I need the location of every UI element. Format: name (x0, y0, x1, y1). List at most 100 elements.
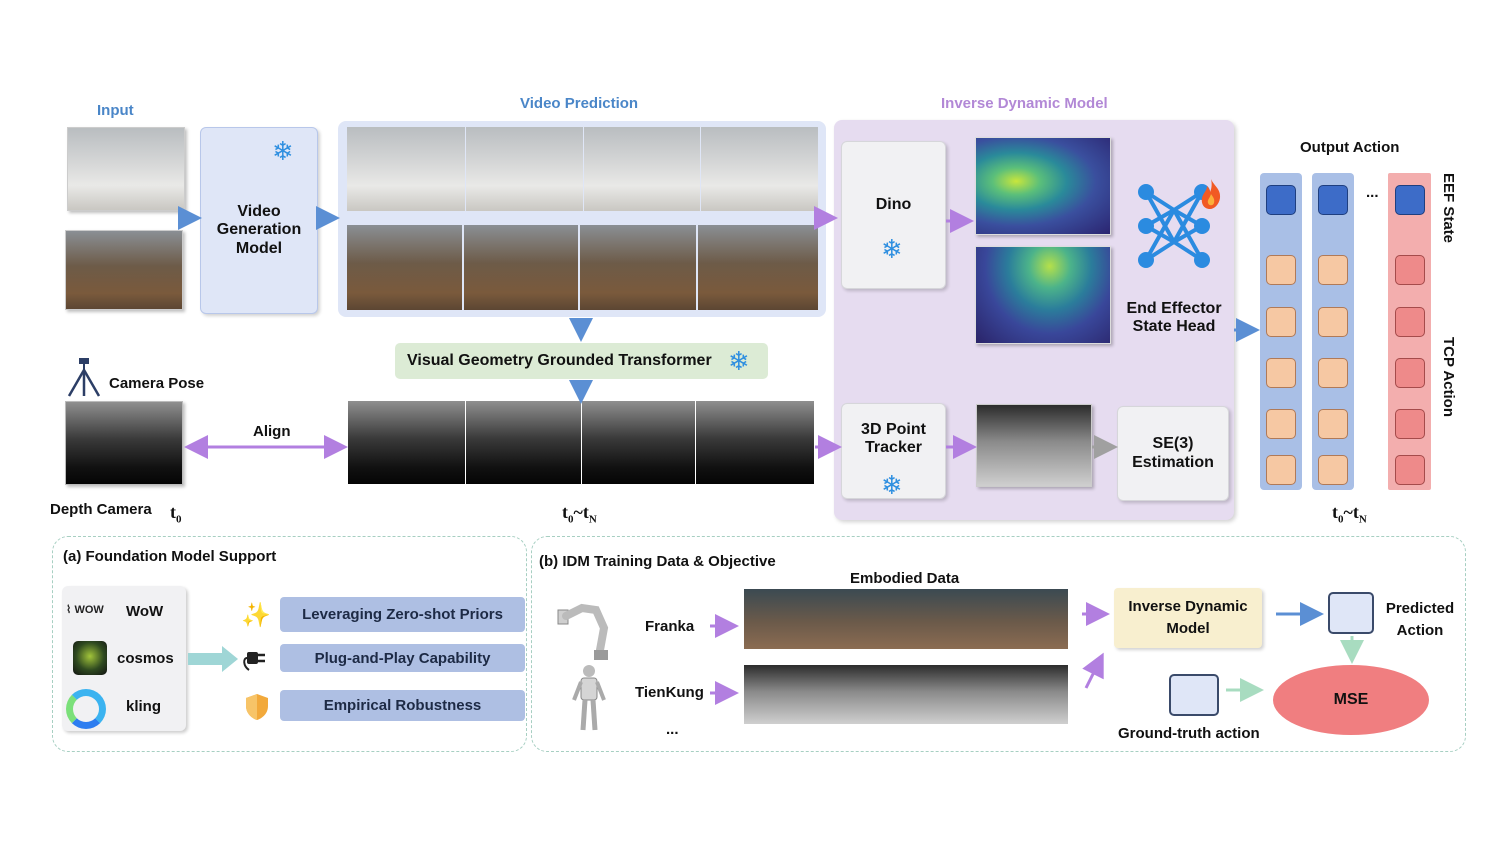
prediction-frame-rgb-4 (701, 127, 818, 211)
tcp-action-cell (1395, 255, 1425, 285)
capability-zero-shot-priors: Leveraging Zero-shot Priors (280, 597, 525, 632)
franka-robot-icon (557, 603, 609, 660)
model-name-cosmos: cosmos (117, 650, 174, 667)
capability-plug-and-play: Plug-and-Play Capability (280, 644, 525, 672)
input-header: Input (97, 102, 134, 119)
tcp-action-cell (1395, 307, 1425, 337)
panel-b (531, 536, 1466, 752)
eef-state-cell (1318, 185, 1348, 215)
depth-camera-label: Depth Camera (50, 501, 152, 518)
se3-estimation-label: SE(3) Estimation (1132, 435, 1214, 471)
dino-box: Dino (841, 141, 946, 289)
prediction-frame-table-1 (347, 225, 462, 310)
fire-icon (1201, 179, 1221, 209)
prediction-frame-rgb-1 (347, 127, 465, 211)
t0-label: t0 (170, 502, 182, 526)
feature-heatmap-1 (975, 137, 1111, 235)
tripod-icon (67, 358, 101, 397)
vggt-label: Visual Geometry Grounded Transformer (407, 351, 712, 369)
vggt-box: Visual Geometry Grounded Transformer (395, 343, 768, 379)
depth-frame-3 (582, 401, 695, 484)
tcp-action-cell (1318, 409, 1348, 439)
prediction-frame-rgb-3 (584, 127, 700, 211)
tracking-image (976, 404, 1092, 487)
t-range-label: t0~tN (562, 502, 597, 526)
video-generation-model-label: Video Generation Model (216, 202, 302, 257)
tcp-action-cell (1266, 358, 1296, 388)
panel-a-title: (a) Foundation Model Support (63, 548, 277, 565)
ground-truth-label: Ground-truth action (1118, 725, 1260, 742)
point-tracker-box: 3D Point Tracker (841, 403, 946, 499)
support-arrow (188, 646, 238, 672)
plug-icon (243, 652, 265, 671)
video-prediction-header-a: Video (520, 95, 561, 112)
camera-pose-label: Camera Pose (109, 375, 205, 392)
se3-estimation-box: SE(3) Estimation (1117, 406, 1229, 501)
prediction-frame-table-4 (698, 225, 818, 310)
shield-icon (246, 694, 268, 720)
tcp-action-cell (1318, 358, 1348, 388)
tcp-action-cell (1318, 455, 1348, 485)
prediction-frame-table-3 (580, 225, 696, 310)
snowflake-icon: ❄ (881, 470, 903, 500)
output-ellipsis: ... (1366, 184, 1379, 201)
tienkung-robot-icon (572, 665, 606, 731)
panel-b-title: (b) IDM Training Data & Objective (539, 553, 776, 570)
top-arrows (178, 206, 1260, 459)
input-image-top (67, 127, 185, 211)
tcp-action-cell (1266, 409, 1296, 439)
tienkung-data-strip (744, 665, 1068, 724)
depth-frame-4 (696, 401, 814, 484)
snowflake-icon: ❄ (272, 136, 294, 166)
neural-network-icon (1138, 184, 1210, 268)
cosmos-logo-icon (73, 641, 107, 675)
tcp-action-cell (1266, 255, 1296, 285)
end-effector-head-label: End Effector State Head (1126, 300, 1222, 336)
idm-training-label: Inverse Dynamic Model (1128, 598, 1248, 637)
tcp-action-cell (1318, 255, 1348, 285)
input-image-bottom (65, 230, 183, 310)
more-robots-ellipsis: ... (666, 721, 679, 738)
panel-a (52, 536, 527, 752)
depth-frame-2 (466, 401, 581, 484)
video-prediction-header-b: Prediction (564, 95, 639, 112)
video-prediction-header: Video Prediction (520, 95, 638, 112)
model-name-kling: kling (126, 698, 162, 715)
tcp-action-cell (1395, 358, 1425, 388)
embodied-data-label: Embodied Data (850, 570, 960, 587)
idm-header: Inverse Dynamic Model (941, 95, 1108, 112)
model-name-wow: WoW (126, 603, 164, 620)
point-tracker-label: 3D Point Tracker (861, 420, 926, 456)
sparkles-icon: ✨ (241, 602, 271, 629)
prediction-frame-table-2 (464, 225, 578, 310)
wow-logo-icon: ⌇ WOW (66, 604, 104, 616)
feature-heatmap-2 (975, 246, 1111, 344)
predicted-action-square (1328, 592, 1374, 634)
tcp-action-cell (1395, 409, 1425, 439)
robot-name-tienkung: TienKung (635, 684, 704, 701)
depth-frame-1 (348, 401, 465, 484)
depth-camera-image (65, 401, 183, 485)
tcp-action-cell (1395, 455, 1425, 485)
idm-training-box: Inverse Dynamic Model (1114, 588, 1262, 648)
predicted-action-label: Predicted Action (1385, 600, 1455, 639)
robot-name-franka: Franka (645, 618, 695, 635)
franka-data-strip (744, 589, 1068, 649)
eef-state-cell (1395, 185, 1425, 215)
tcp-action-cell (1266, 455, 1296, 485)
mse-ellipse: MSE (1273, 665, 1429, 735)
prediction-frame-rgb-2 (466, 127, 583, 211)
snowflake-icon: ❄ (728, 346, 750, 376)
snowflake-icon: ❄ (881, 234, 903, 264)
ground-truth-square (1169, 674, 1219, 716)
tcp-action-cell (1318, 307, 1348, 337)
output-t-range-label: t0~tN (1332, 502, 1367, 526)
dino-label: Dino (875, 195, 912, 213)
mse-label: MSE (1333, 690, 1369, 708)
tcp-action-cell (1266, 307, 1296, 337)
capability-robustness: Empirical Robustness (280, 690, 525, 721)
output-action-header: Output Action (1300, 139, 1400, 156)
eef-state-cell (1266, 185, 1296, 215)
kling-logo-icon (66, 689, 106, 729)
